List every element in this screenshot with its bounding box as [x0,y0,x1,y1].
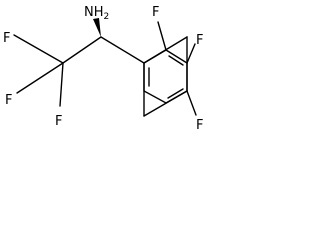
amine-label: NH2 [84,5,109,22]
fluorine-cf3-bottom-label: F [55,114,62,129]
ring-double-bond-2 [168,55,184,66]
fluorine-cf3-bottom-left-label: F [5,93,12,108]
bond-cf3-f-left [13,34,64,64]
bond-ring-f-meta [186,43,196,64]
fluorine-ring-meta-label: F [196,33,203,48]
benzene-ring [143,49,188,104]
molecule-structure: NH2 F F F F F F [3,5,203,133]
fluorine-ring-para-label: F [196,118,203,133]
fluorine-ring-ortho-label: F [152,5,159,20]
bond-cf3-chiral [62,36,102,64]
bond-cf3-f-bottom [59,62,64,107]
ring-double-bond-3 [167,88,184,99]
bond-ring-f-ortho [157,21,167,51]
bond-ring-f-para [186,90,197,116]
bond-cf3-f-bottom-left [16,62,64,94]
fluorine-cf3-left-label: F [3,31,10,46]
wedge-bond-amine [93,18,101,37]
bond-chiral-ring [100,36,145,64]
